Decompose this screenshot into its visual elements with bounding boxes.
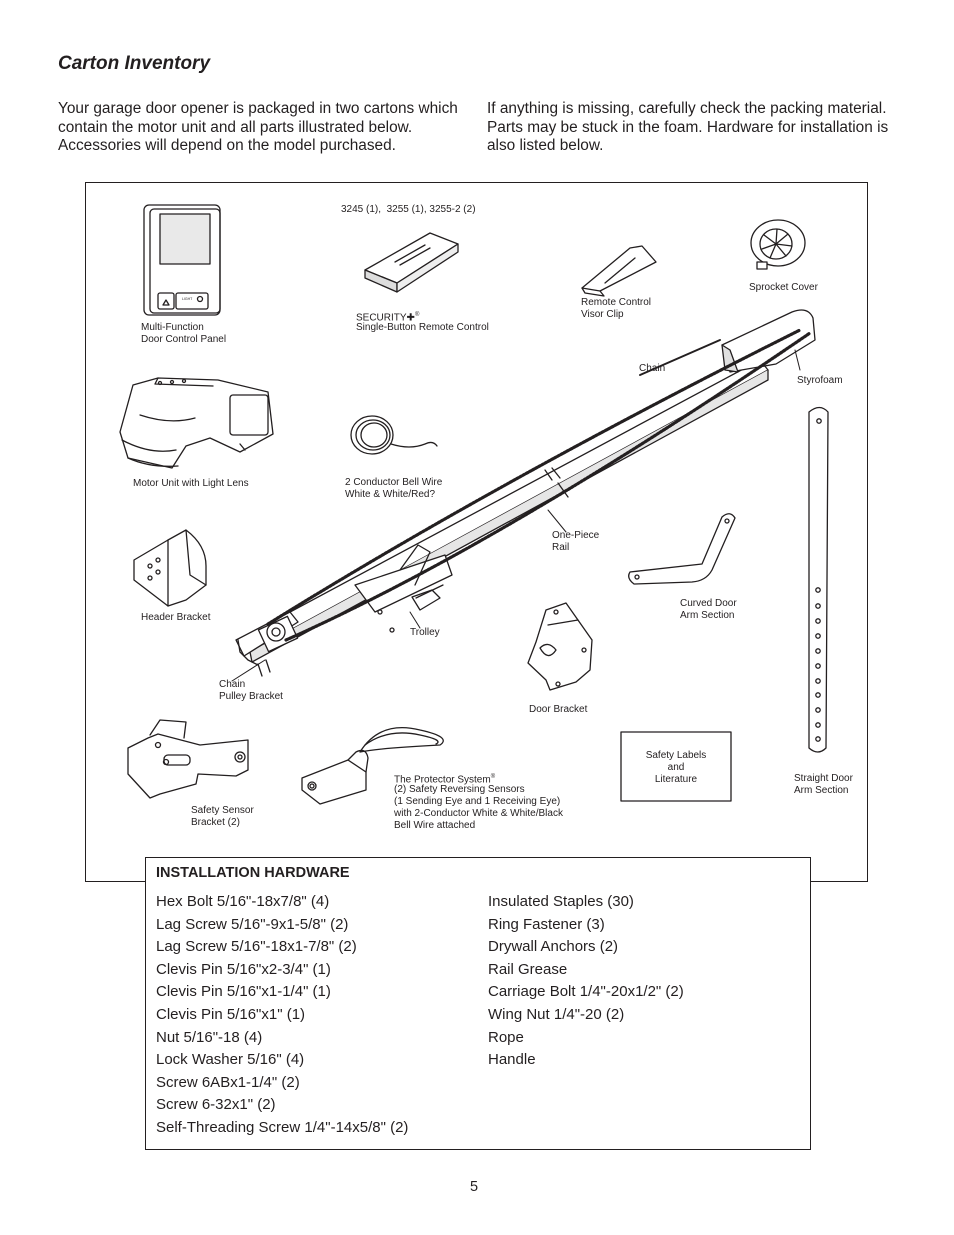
hardware-item: Clevis Pin 5/16"x1-1/4" (1) — [156, 983, 331, 1001]
motor-unit-label: Motor Unit with Light Lens — [133, 478, 249, 489]
hardware-item: Lock Washer 5/16" (4) — [156, 1051, 305, 1069]
safety-labels-box — [620, 731, 732, 802]
page-number: 5 — [470, 1179, 479, 1195]
bell-wire-illustration — [350, 415, 438, 455]
intro-paragraph-right: If anything is missing, carefully check … — [487, 100, 889, 154]
hardware-item: Clevis Pin 5/16"x2-3/4" (1) — [156, 960, 331, 978]
chain-illustration — [266, 328, 802, 626]
hardware-item: Insulated Staples (30) — [488, 893, 634, 910]
straight-arm-label: Straight Door Arm Section — [794, 773, 853, 796]
chain-callout-line — [639, 339, 721, 376]
control-panel-label: Multi-Function Door Control Panel — [141, 322, 227, 345]
styrofoam-label: Styrofoam — [797, 375, 843, 386]
trolley-label: Trolley — [410, 627, 440, 638]
hardware-item: Carriage Bolt 1/4"-20x1/2" (2) — [488, 983, 684, 1001]
hardware-item: Self-Threading Screw 1/4"-14x5/8" (2) — [156, 1118, 409, 1136]
hardware-list-right: Insulated Staples (30) Ring Fastener (3)… — [488, 891, 684, 1072]
rail-illustration — [235, 309, 816, 677]
sprocket-cover-illustration — [750, 219, 806, 270]
door-bracket-illustration — [527, 602, 593, 691]
safety-labels-label: Safety Labels and Literature — [645, 750, 707, 785]
hardware-item: Lag Screw 5/16"-18x1-7/8" (2) — [156, 938, 357, 956]
hardware-item: Ring Fastener (3) — [488, 915, 605, 933]
header-bracket-illustration — [133, 529, 207, 607]
header-bracket-label: Header Bracket — [141, 612, 211, 623]
sensor-bracket-illustration — [127, 719, 249, 799]
sprocket-cover-label: Sprocket Cover — [749, 282, 818, 293]
visor-clip-label: Remote Control Visor Clip — [581, 297, 652, 320]
page-title: Carton Inventory — [58, 53, 211, 74]
door-bracket-label: Door Bracket — [529, 704, 588, 715]
curved-door-arm-illustration — [628, 513, 736, 585]
hardware-item: Nut 5/16"-18 (4) — [156, 1028, 263, 1046]
hardware-item: Rail Grease — [488, 960, 568, 978]
protector-sensor-illustration — [301, 726, 444, 805]
remote-brand-label: SECURITY✚® — [356, 312, 420, 324]
chain-label: Chain — [639, 363, 666, 374]
intro-paragraph-left: Your garage door opener is packaged in t… — [58, 100, 458, 154]
protector-description-label: (2) Safety Reversing Sensors (1 Sending … — [394, 784, 563, 831]
hardware-item: Handle — [488, 1051, 536, 1069]
motor-unit-illustration — [119, 377, 274, 469]
control-panel-light-text: LIGHT — [182, 297, 193, 301]
chain-pulley-label: Chain Pulley Bracket — [219, 679, 283, 702]
remote-name-label: Single-Button Remote Control — [356, 322, 489, 333]
rail-label: One-Piece Rail — [552, 530, 600, 553]
installation-hardware-box: INSTALLATION HARDWARE Hex Bolt 5/16"-18x… — [145, 857, 811, 1150]
bell-wire-label: 2 Conductor Bell Wire White & White/Red? — [345, 477, 443, 500]
chain-illustration-lower — [284, 331, 812, 642]
door-control-panel-illustration: LIGHT — [143, 204, 221, 316]
hardware-item: Screw 6ABx1-1/4" (2) — [156, 1073, 300, 1091]
curved-arm-label: Curved Door Arm Section — [680, 598, 737, 621]
protector-name-label: The Protector System® — [394, 774, 496, 786]
hardware-item: Lag Screw 5/16"-9x1-5/8" (2) — [156, 915, 349, 933]
straight-door-arm-illustration — [808, 406, 829, 753]
hardware-item: Drywall Anchors (2) — [488, 938, 619, 956]
hardware-item: Clevis Pin 5/16"x1" (1) — [156, 1005, 306, 1023]
visor-clip-illustration — [581, 245, 657, 297]
remote-control-illustration — [364, 232, 459, 293]
hardware-list-left: Hex Bolt 5/16"-18x7/8" (4) Lag Screw 5/1… — [156, 891, 408, 1140]
hardware-item: Wing Nut 1/4"-20 (2) — [488, 1005, 625, 1023]
callout-lines — [231, 349, 801, 682]
installation-hardware-title: INSTALLATION HARDWARE — [156, 865, 350, 881]
hardware-item: Rope — [488, 1028, 524, 1046]
hardware-item: Hex Bolt 5/16"-18x7/8" (4) — [156, 893, 330, 910]
model-numbers-note: 3245 (1), 3255 (1), 3255-2 (2) — [341, 204, 476, 215]
sensor-bracket-label: Safety Sensor Bracket (2) — [191, 805, 254, 828]
hardware-item: Screw 6-32x1" (2) — [156, 1096, 276, 1114]
